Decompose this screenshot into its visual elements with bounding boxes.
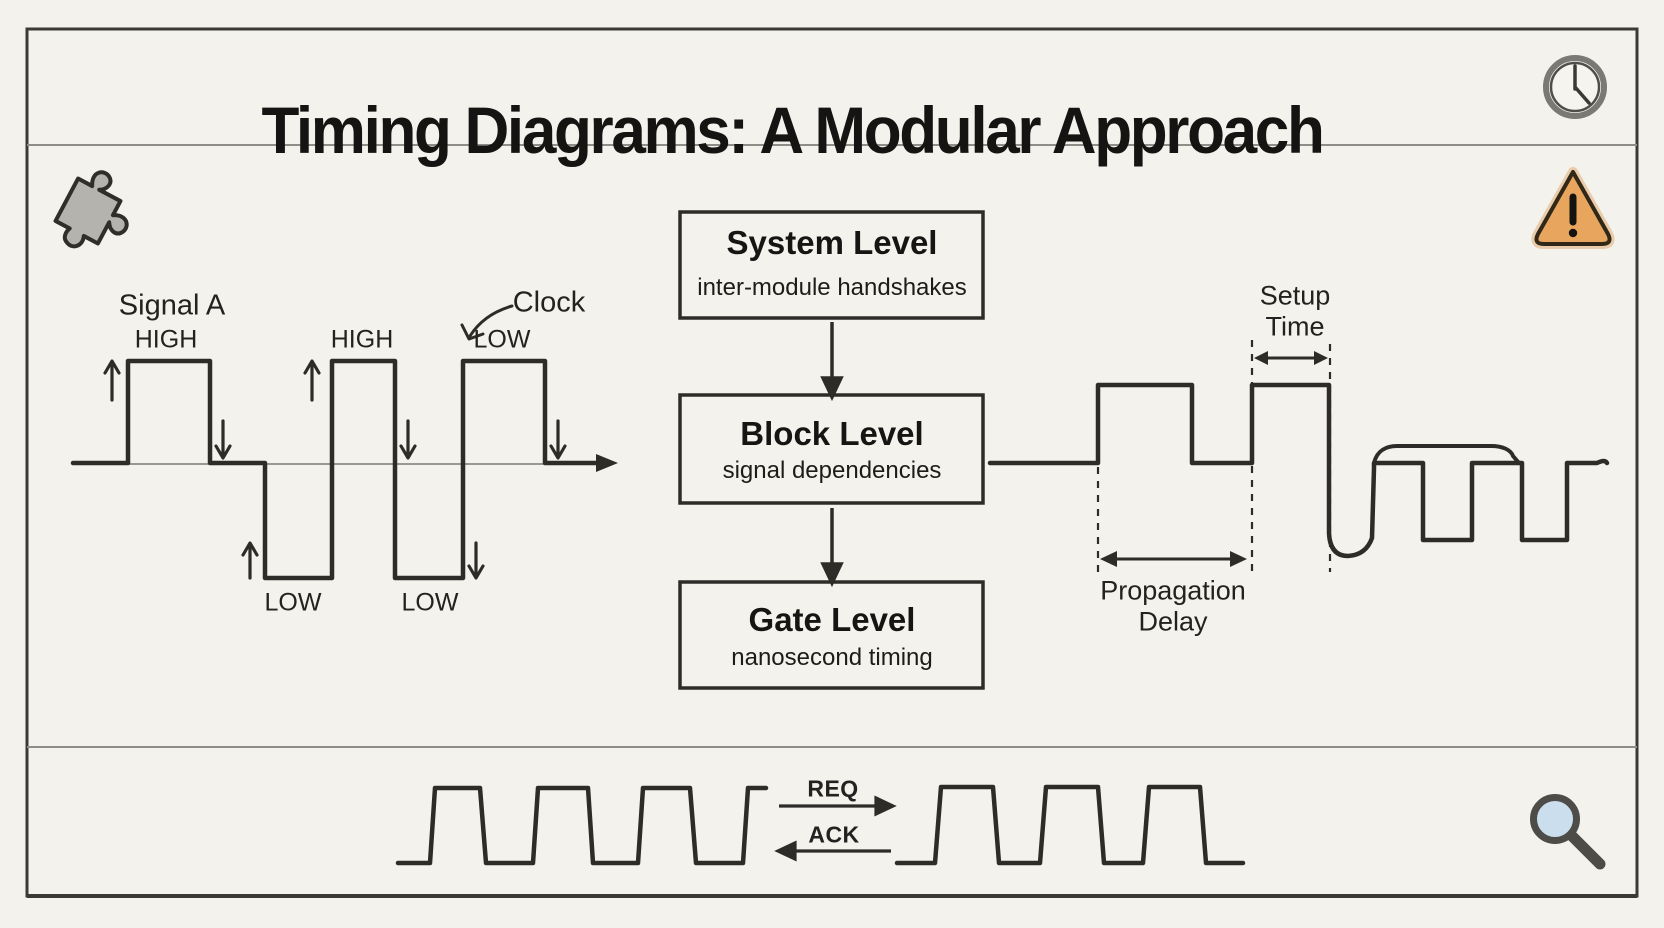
puzzle-piece-icon bbox=[53, 170, 129, 249]
flowchart-arrows bbox=[820, 322, 844, 588]
handshake-waveforms bbox=[395, 784, 1246, 866]
receiver-clock-waveform bbox=[894, 784, 1246, 866]
edge-arrows bbox=[103, 359, 567, 580]
propagation-delay-line1: Propagation bbox=[1100, 575, 1246, 606]
low-label-2: LOW bbox=[401, 588, 459, 617]
gate-level-title: Gate Level bbox=[748, 601, 916, 638]
setup-time-label: Setup Time bbox=[1260, 281, 1331, 344]
block-level-title: Block Level bbox=[740, 415, 924, 452]
ack-arrowhead bbox=[774, 840, 797, 862]
setup-time-line2: Time bbox=[1265, 312, 1325, 342]
low-label-top: LOW bbox=[473, 325, 531, 354]
gate-level-subtitle: nanosecond timing bbox=[731, 644, 933, 671]
handshake-arrows bbox=[774, 795, 897, 862]
overlap-stroke bbox=[1372, 444, 1521, 465]
clock-label: Clock bbox=[512, 286, 586, 319]
magnifying-glass-icon bbox=[1530, 794, 1606, 870]
signal-a-waveform bbox=[70, 304, 618, 581]
clock-icon bbox=[1543, 55, 1607, 119]
propagation-delay-arrow bbox=[1100, 551, 1247, 567]
page-title: Timing Diagrams: A Modular Approach bbox=[261, 93, 1324, 168]
system-level-title: System Level bbox=[726, 224, 938, 261]
block-level-subtitle: signal dependencies bbox=[722, 457, 942, 484]
ack-label: ACK bbox=[808, 821, 860, 848]
time-axis-arrowhead bbox=[596, 454, 618, 472]
signal-a-label: Signal A bbox=[118, 289, 226, 322]
low-label-1: LOW bbox=[264, 588, 322, 617]
warning-triangle-icon bbox=[1531, 167, 1615, 249]
setup-time-arrow bbox=[1254, 351, 1328, 365]
setup-time-line1: Setup bbox=[1259, 280, 1331, 311]
propagation-delay-label: Propagation Delay bbox=[1100, 576, 1246, 639]
high-label-2: HIGH bbox=[330, 325, 394, 354]
clock-callout-arrow bbox=[460, 304, 514, 341]
measurement-dashed-lines bbox=[1096, 340, 1332, 578]
timing-waveform bbox=[987, 340, 1610, 578]
system-level-box bbox=[678, 210, 985, 320]
propagation-delay-line2: Delay bbox=[1138, 607, 1208, 637]
sender-clock-waveform bbox=[395, 785, 769, 866]
system-level-subtitle: inter-module handshakes bbox=[697, 274, 967, 301]
req-arrowhead bbox=[874, 795, 897, 817]
req-label: REQ bbox=[807, 775, 859, 802]
high-label-1: HIGH bbox=[134, 325, 198, 354]
frame bbox=[25, 27, 1639, 898]
